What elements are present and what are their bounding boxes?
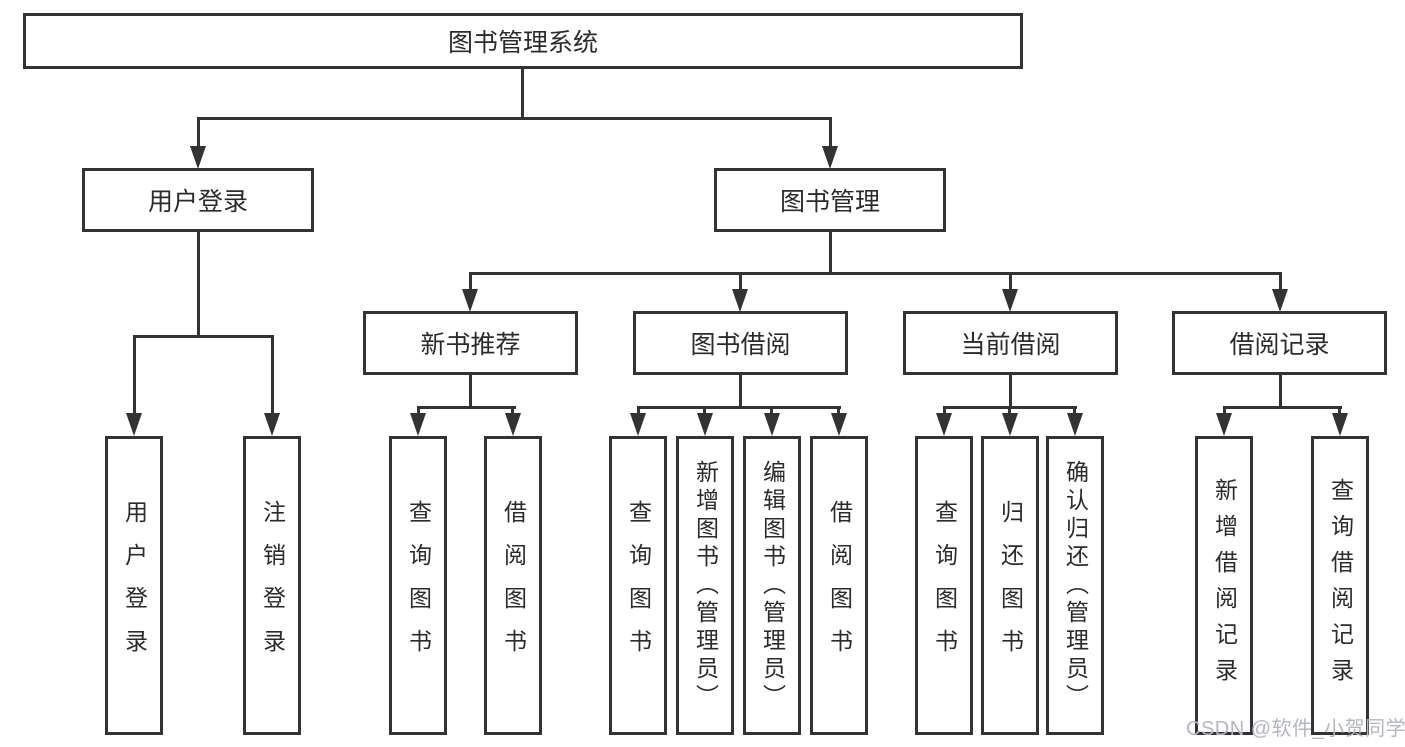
node-return-books: 归还图书 bbox=[981, 436, 1039, 735]
node-label: 编辑图书（管理员） bbox=[759, 459, 786, 712]
node-book-borrowing: 图书借阅 bbox=[633, 311, 848, 375]
arrow-down-icon bbox=[505, 413, 521, 436]
node-query-books-borrowing: 查询图书 bbox=[609, 436, 667, 735]
arrow-down-icon bbox=[1272, 289, 1288, 312]
node-label: 用户登录 bbox=[121, 499, 148, 672]
node-label: 借阅图书 bbox=[500, 499, 527, 672]
connector-line bbox=[469, 375, 472, 407]
connector-line bbox=[1223, 408, 1226, 415]
node-user-login: 用户登录 bbox=[82, 168, 314, 232]
arrow-down-icon bbox=[936, 413, 952, 436]
node-confirm-return-admin: 确认归还（管理员） bbox=[1046, 436, 1104, 735]
node-label: 用户登录 bbox=[147, 188, 248, 216]
arrow-down-icon bbox=[630, 413, 646, 436]
connector-line bbox=[739, 375, 742, 407]
node-label: 借阅图书 bbox=[826, 499, 853, 672]
connector-line bbox=[703, 408, 706, 415]
node-label: 新增借阅记录 bbox=[1211, 477, 1238, 694]
node-borrowing-records: 借阅记录 bbox=[1172, 311, 1387, 375]
connector-line bbox=[1338, 408, 1341, 415]
connector-line bbox=[133, 337, 136, 415]
arrow-down-icon bbox=[1002, 289, 1018, 312]
arrow-down-icon bbox=[410, 413, 426, 436]
connector-line bbox=[1279, 375, 1282, 407]
node-label: 当前借阅 bbox=[960, 331, 1061, 359]
connector-line bbox=[829, 232, 832, 273]
connector-line bbox=[133, 335, 274, 338]
connector-line bbox=[943, 406, 1077, 409]
arrow-down-icon bbox=[126, 413, 142, 436]
node-query-books-current: 查询图书 bbox=[915, 436, 973, 735]
arrow-down-icon bbox=[462, 289, 478, 312]
arrow-down-icon bbox=[1332, 413, 1348, 436]
connector-line bbox=[521, 69, 524, 118]
node-library-management-system: 图书管理系统 bbox=[23, 13, 1023, 69]
node-label: 图书管理 bbox=[779, 188, 880, 216]
connector-line bbox=[271, 337, 274, 415]
node-user-login-leaf: 用户登录 bbox=[105, 436, 163, 735]
node-label: 图书管理系统 bbox=[447, 29, 598, 57]
connector-line bbox=[511, 408, 514, 415]
connector-line bbox=[197, 117, 832, 120]
connector-line bbox=[837, 408, 840, 415]
node-add-borrow-record: 新增借阅记录 bbox=[1195, 436, 1253, 735]
connector-line bbox=[1223, 406, 1342, 409]
node-label: 查询图书 bbox=[931, 499, 958, 672]
node-label: 借阅记录 bbox=[1229, 331, 1330, 359]
node-edit-books-admin: 编辑图书（管理员） bbox=[743, 436, 801, 735]
arrow-down-icon bbox=[697, 413, 713, 436]
connector-line bbox=[1008, 408, 1011, 415]
arrow-down-icon bbox=[764, 413, 780, 436]
arrow-down-icon bbox=[1067, 413, 1083, 436]
connector-line bbox=[469, 274, 472, 290]
arrow-down-icon bbox=[1002, 413, 1018, 436]
connector-line bbox=[739, 274, 742, 290]
connector-line bbox=[1009, 274, 1012, 290]
connector-line bbox=[197, 119, 200, 147]
node-label: 查询图书 bbox=[405, 499, 432, 672]
connector-line bbox=[637, 406, 841, 409]
connector-line bbox=[829, 119, 832, 147]
connector-line bbox=[417, 406, 516, 409]
node-new-book-recommendation: 新书推荐 bbox=[363, 311, 578, 375]
connector-line bbox=[1009, 375, 1012, 407]
connector-line bbox=[637, 408, 640, 415]
arrow-down-icon bbox=[264, 413, 280, 436]
connector-line bbox=[943, 408, 946, 415]
arrow-down-icon bbox=[732, 289, 748, 312]
node-label: 注销登录 bbox=[259, 499, 286, 672]
arrow-down-icon bbox=[1216, 413, 1232, 436]
node-label: 图书借阅 bbox=[690, 331, 791, 359]
connector-line bbox=[770, 408, 773, 415]
node-label: 新增图书（管理员） bbox=[692, 459, 719, 712]
node-label: 确认归还（管理员） bbox=[1062, 459, 1089, 712]
node-query-books-recommend: 查询图书 bbox=[389, 436, 447, 735]
node-label: 查询借阅记录 bbox=[1327, 477, 1354, 694]
node-book-management: 图书管理 bbox=[714, 168, 946, 232]
node-current-borrowing: 当前借阅 bbox=[903, 311, 1118, 375]
node-add-books-admin: 新增图书（管理员） bbox=[676, 436, 734, 735]
connector-line bbox=[417, 408, 420, 415]
connector-line bbox=[197, 232, 200, 336]
arrow-down-icon bbox=[831, 413, 847, 436]
connector-line bbox=[1073, 408, 1076, 415]
connector-line bbox=[469, 272, 1282, 275]
connector-line bbox=[1279, 274, 1282, 290]
arrow-down-icon bbox=[822, 146, 838, 169]
node-query-borrow-record: 查询借阅记录 bbox=[1311, 436, 1369, 735]
node-label: 归还图书 bbox=[997, 499, 1024, 672]
node-borrow-books-leaf: 借阅图书 bbox=[810, 436, 868, 735]
node-label: 查询图书 bbox=[625, 499, 652, 672]
watermark-text: CSDN @软件_小贺同学 bbox=[1186, 718, 1405, 740]
node-label: 新书推荐 bbox=[420, 331, 521, 359]
node-logout: 注销登录 bbox=[243, 436, 301, 735]
arrow-down-icon bbox=[190, 146, 206, 169]
node-borrow-books-recommend: 借阅图书 bbox=[484, 436, 542, 735]
